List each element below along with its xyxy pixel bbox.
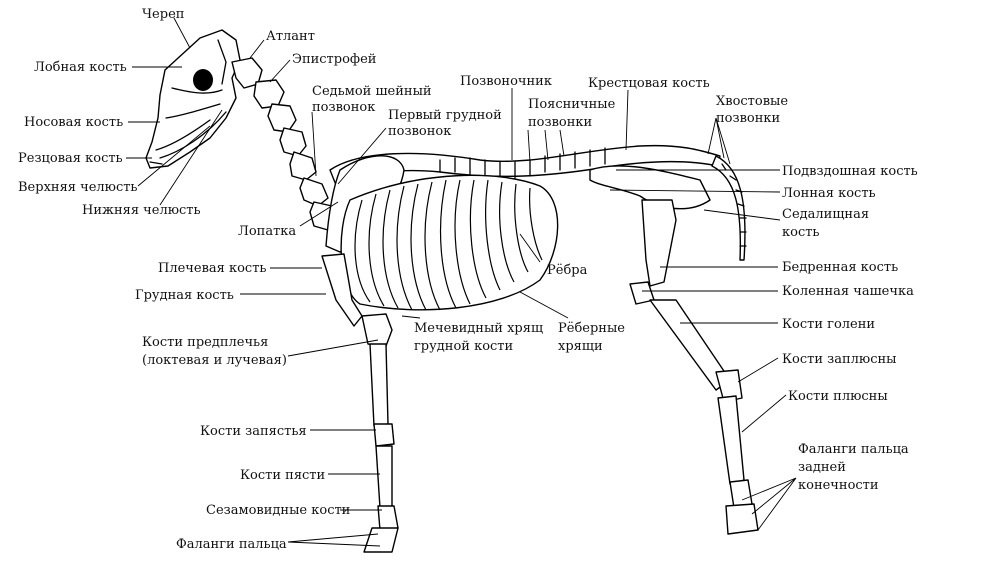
label-hind-phalanges-line3: конечности [798, 478, 879, 493]
front-leg [321, 253, 399, 553]
label-pubis: Лонная кость [782, 186, 876, 201]
hind-leg [629, 199, 759, 535]
label-metacarpus: Кости пясти [240, 468, 325, 483]
label-mandible: Нижняя челюсть [82, 203, 201, 218]
label-skull: Череп [142, 7, 184, 22]
label-sacrum: Крестцовая кость [588, 76, 710, 91]
label-t1-line2: позвонок [388, 124, 451, 139]
label-ilium: Подвздошная кость [782, 164, 918, 179]
cervical-vertebrae [231, 57, 339, 231]
ribcage [340, 174, 559, 311]
label-femur: Бедренная кость [782, 260, 898, 275]
label-carpus: Кости запястья [200, 424, 307, 439]
label-tarsus: Кости заплюсны [782, 352, 897, 367]
label-xiphoid-line1: Мечевидный хрящ [414, 321, 543, 336]
label-phalanges: Фаланги пальца [176, 537, 287, 552]
label-costal-line1: Рёберные [558, 321, 625, 336]
label-tibia: Кости голени [782, 317, 875, 332]
tail-vertebrae [711, 155, 747, 261]
pelvis [589, 165, 711, 210]
label-nasal-bone: Носовая кость [24, 115, 123, 130]
label-lumbar-line2: позвонки [528, 115, 592, 130]
label-maxilla: Верхняя челюсть [18, 180, 138, 195]
labels: Череп Лобная кость Атлант Эпистрофей Сед… [18, 7, 918, 552]
eye-socket [193, 69, 213, 91]
label-c7-line2: позвонок [312, 100, 375, 115]
label-ribs: Рёбра [547, 263, 588, 278]
label-humerus: Плечевая кость [158, 261, 266, 276]
label-hind-phalanges-line2: задней [798, 460, 846, 475]
label-tail-line2: позвонки [716, 111, 780, 126]
skull [145, 29, 241, 169]
skeleton-drawing [145, 29, 759, 553]
label-sternum: Грудная кость [135, 288, 234, 303]
label-xiphoid-line2: грудной кости [414, 339, 513, 354]
label-incisive-bone: Резцовая кость [18, 151, 123, 166]
leader-lines [126, 17, 797, 547]
label-costal-line2: хрящи [558, 339, 603, 354]
label-sesamoid: Сезамовидные кости [206, 503, 350, 518]
label-scapula: Лопатка [238, 224, 296, 239]
label-ischium-line1: Седалищная [782, 207, 869, 222]
label-hind-phalanges-line1: Фаланги пальца [798, 442, 909, 457]
label-lumbar-line1: Поясничные [528, 97, 616, 112]
label-frontal-bone: Лобная кость [34, 60, 127, 75]
label-patella: Коленная чашечка [782, 284, 914, 299]
label-forearm-line2: (локтевая и лучевая) [142, 353, 287, 368]
label-t1-line1: Первый грудной [388, 108, 502, 123]
label-forearm-line1: Кости предплечья [142, 335, 268, 350]
label-metatarsus: Кости плюсны [788, 389, 888, 404]
label-atlas: Атлант [266, 29, 315, 44]
label-axis: Эпистрофей [292, 52, 376, 67]
label-spine: Позвоночник [460, 74, 552, 89]
label-tail-line1: Хвостовые [716, 94, 788, 109]
label-ischium-line2: кость [782, 225, 820, 240]
label-c7-line1: Седьмой шейный [312, 84, 432, 99]
